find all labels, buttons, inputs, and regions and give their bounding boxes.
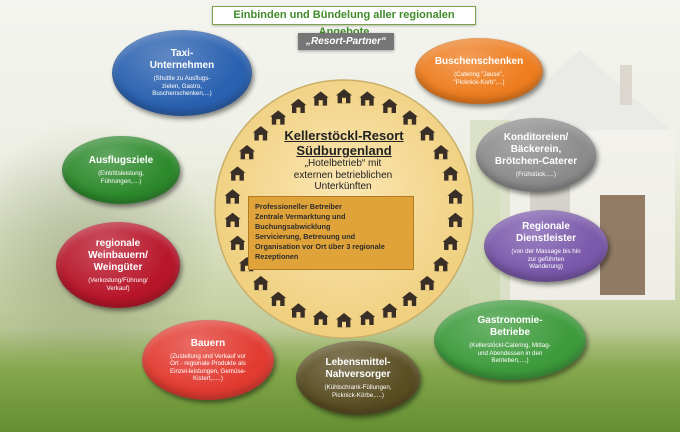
partner-description: (Eintrittsleistung,Führungen,....) bbox=[98, 170, 144, 185]
partner-gastronomie: Gastronomie-Betriebe (Kellerstöckl-Cateri… bbox=[434, 300, 586, 380]
partner-description-line: Einzel-leistungen, Gemüse- bbox=[169, 367, 246, 375]
partner-title: Gastronomie-Betriebe bbox=[477, 315, 542, 339]
service-line: Professioneller Betreiber bbox=[255, 202, 342, 211]
service-line: Rezeptionen bbox=[255, 252, 299, 261]
partner-description-line: (Zustellung und Verkauf vor bbox=[170, 352, 246, 360]
partner-description: (Shuttle zu Ausflugs-zielen, Gastro,Busc… bbox=[152, 75, 212, 98]
partner-description-line: zielen, Gastro, bbox=[162, 82, 202, 90]
partner-description: (Frühstück,....) bbox=[516, 171, 556, 179]
partner-description-line: Buschenschenken,...) bbox=[152, 90, 212, 98]
resort-subtitle-line: „Hotelbetrieb“ mit bbox=[304, 158, 382, 169]
partner-description-line: (Shuttle zu Ausflugs- bbox=[153, 75, 211, 83]
resort-title-line: Kellerstöckl-Resort bbox=[284, 128, 404, 143]
partner-title-line: Betriebe bbox=[489, 327, 530, 339]
partner-description-line: (Frühstück,....) bbox=[516, 170, 556, 178]
partner-title-line: Nahversorger bbox=[325, 369, 391, 380]
partner-title-line: Bauern bbox=[190, 337, 226, 349]
partner-taxi: Taxi-Unternehmen (Shuttle zu Ausflugs-zie… bbox=[112, 30, 252, 116]
partner-title-line: Taxi- bbox=[170, 48, 194, 60]
partner-description: (Catering "Jause","Picknick-Korb",...) bbox=[453, 71, 504, 86]
resort-partner-label: „Resort-Partner“ bbox=[298, 33, 394, 50]
partner-description-line: Verkauf) bbox=[106, 284, 130, 292]
resort-subtitle-line: Unterkünften bbox=[314, 181, 372, 192]
partner-description-line: Betrieben,....) bbox=[491, 357, 529, 365]
partner-description-line: (Eintrittsleistung, bbox=[98, 170, 144, 177]
partner-title: Lebensmittel-Nahversorger bbox=[325, 357, 390, 381]
partner-description: (Verkostung/Führung/Verkauf) bbox=[88, 277, 148, 292]
partner-konditoreien: Konditoreien/Bäckerein,Brötchen-Caterer (… bbox=[476, 118, 596, 192]
operator-services-box: Professioneller Betreiber Zentrale Verma… bbox=[248, 196, 414, 270]
partner-ausflugsziele: Ausflugsziele (Eintrittsleistung,Führunge… bbox=[62, 136, 180, 204]
partner-title-line: regionale bbox=[95, 238, 141, 249]
partner-title: Buschenschenken bbox=[435, 56, 523, 68]
resort-subtitle: „Hotelbetrieb“ mit externen betriebliche… bbox=[243, 158, 443, 193]
partner-description-line: (Kühlschrank-Füllungen, bbox=[324, 384, 392, 391]
partner-description-line: und Abendessen in den bbox=[477, 349, 543, 357]
partner-description-line: (Verkostung/Führung/ bbox=[88, 277, 148, 284]
service-line: Buchungsabwicklung bbox=[255, 222, 331, 231]
partner-title-line: Regionale bbox=[522, 221, 570, 233]
partner-description-line: (Catering "Jause", bbox=[454, 71, 504, 78]
service-line: Servicierung, Betreuung und bbox=[255, 232, 356, 241]
partner-title-line: Weingüter bbox=[93, 262, 143, 273]
partner-description: (Kellerstöckl-Catering, Mittag-und Abend… bbox=[469, 342, 551, 365]
partner-title: Ausflugsziele bbox=[89, 155, 153, 167]
partner-title-line: Bäckerein, bbox=[510, 143, 562, 155]
partner-title-line: Gastronomie- bbox=[477, 315, 543, 327]
partner-description-line: Führungen,....) bbox=[100, 177, 142, 185]
partner-nahversorger: Lebensmittel-Nahversorger (Kühlschrank-Fü… bbox=[296, 341, 420, 415]
partner-description-line: zur geführten bbox=[527, 255, 565, 263]
partner-description-line: (von der Massage bis hin bbox=[511, 248, 581, 256]
partner-description-line: Ort - regionale Produkte als bbox=[170, 360, 246, 367]
partner-title: Konditoreien/Bäckerein,Brötchen-Caterer bbox=[495, 132, 577, 168]
partner-title-line: Dienstleister bbox=[515, 233, 577, 245]
partner-title-line: Ausflugsziele bbox=[88, 155, 154, 166]
service-line: Organisation vor Ort über 3 regionale bbox=[255, 242, 385, 251]
resort-title-line: Südburgenland bbox=[296, 143, 392, 158]
partner-title-line: Konditoreien/ bbox=[503, 131, 569, 143]
resort-subtitle-line: externen betrieblichen bbox=[293, 169, 393, 181]
partner-title-line: Unternehmen bbox=[149, 60, 215, 72]
partner-title-line: Lebensmittel- bbox=[325, 357, 391, 368]
partner-title-line: Brötchen-Caterer bbox=[494, 155, 578, 167]
partner-description-line: (Kellerstöckl-Catering, Mittag- bbox=[469, 342, 551, 350]
partner-title: Taxi-Unternehmen bbox=[150, 48, 214, 72]
service-line: Zentrale Vermarktung und bbox=[255, 212, 346, 221]
partner-description: (Kühlschrank-Füllungen,Picknick-Körbe,..… bbox=[324, 384, 391, 399]
partner-description-line: Picknick-Körbe,....) bbox=[332, 391, 384, 399]
partner-description-line: Wanderung) bbox=[529, 263, 563, 271]
partner-title: Bauern bbox=[191, 338, 225, 350]
partner-description-line: "Picknick-Korb",...) bbox=[453, 78, 505, 86]
partner-title-line: Buschenschenken bbox=[434, 56, 524, 67]
diagram-title: Einbinden und Bündelung aller regionalen… bbox=[212, 6, 476, 38]
resort-title: Kellerstöckl-Resort Südburgenland bbox=[213, 128, 475, 158]
partner-description-line: Kistert,.....) bbox=[193, 375, 223, 382]
partner-title-line: Weinbauern/ bbox=[88, 250, 148, 261]
partner-buschenschenken: Buschenschenken (Catering "Jause","Pickni… bbox=[415, 38, 543, 104]
